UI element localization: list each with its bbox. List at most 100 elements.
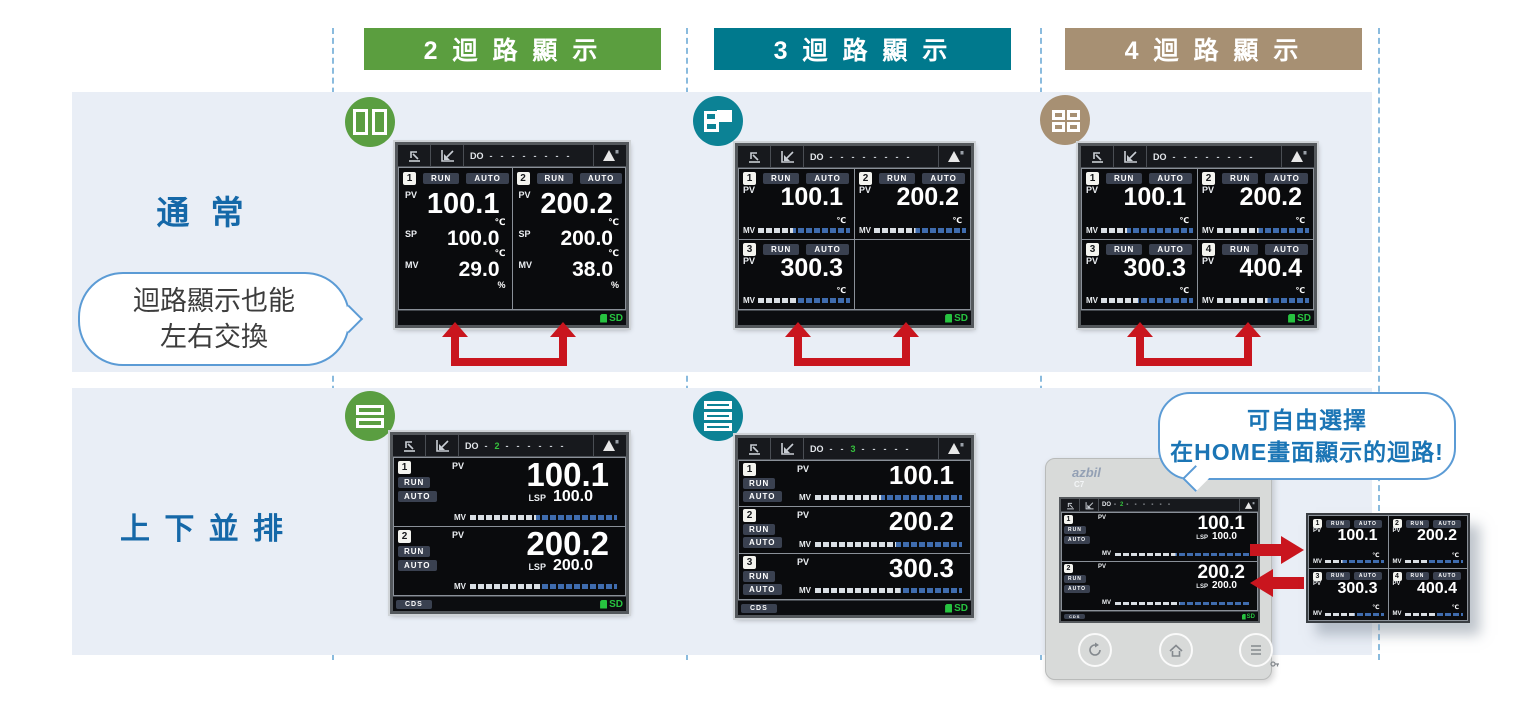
brand-logo: azbil — [1072, 465, 1101, 480]
mv-label: MV — [405, 260, 419, 270]
lsp-label: LSP — [1196, 535, 1208, 541]
layout-2col-icon — [345, 97, 395, 147]
do-status-dots: - - - - - - - - — [489, 150, 571, 161]
do-status-dots: - - — [829, 443, 845, 454]
mv-label: MV — [1313, 558, 1322, 565]
swap-arrow-4loop — [1127, 322, 1261, 366]
loop-number-badge: 3 — [743, 555, 756, 569]
auto-badge: AUTO — [922, 173, 965, 184]
do-status: DO- - - - - - - - — [804, 152, 938, 162]
mv-bar — [1115, 552, 1249, 556]
alarm-icon — [593, 145, 626, 166]
pv-label: PV — [1392, 580, 1401, 587]
home-callout-line1: 可自由選擇 — [1247, 406, 1367, 433]
trend-icon — [771, 146, 804, 167]
mv-bar-row: MV — [1085, 296, 1194, 307]
pv-label: PV — [797, 464, 810, 474]
alarm-icon — [938, 438, 971, 459]
transfer-left-arrow — [1250, 569, 1304, 597]
pv-label: PV — [1313, 528, 1322, 534]
mv-bar-row: MV — [1094, 551, 1251, 559]
trend-icon — [426, 435, 459, 456]
row-label-normal: 通 常 — [156, 194, 250, 231]
loop-number-badge: 2 — [1202, 172, 1215, 185]
loop-number-badge: 4 — [1392, 571, 1402, 581]
celsius-unit: ℃ — [1372, 552, 1380, 559]
sp-label: SP — [518, 229, 531, 239]
mv-bar — [758, 298, 850, 303]
do-label: DO — [1153, 151, 1167, 162]
sd-card-icon — [945, 603, 953, 613]
run-badge: RUN — [1405, 519, 1430, 528]
auto-badge: AUTO — [1265, 243, 1308, 255]
auto-badge: AUTO — [1353, 519, 1382, 528]
header-4loop: 4 迴 路 顯 示 — [1065, 28, 1362, 70]
run-badge: RUN — [1064, 526, 1086, 534]
lsp-label: LSP — [1196, 584, 1208, 590]
alarm-icon — [1281, 146, 1314, 167]
mv-bar-row: MV — [858, 226, 967, 237]
pv-label: PV — [1392, 528, 1401, 534]
run-badge: RUN — [879, 173, 916, 184]
sd-card-icon — [1288, 313, 1296, 323]
trend-icon — [1080, 499, 1099, 511]
celsius-unit: ℃ — [494, 248, 506, 258]
auto-badge: AUTO — [466, 173, 509, 184]
sd-label: SD — [954, 602, 968, 614]
bottom-bar: SD — [738, 310, 971, 325]
celsius-unit: ℃ — [1451, 552, 1459, 559]
pv-value: 200.2 — [896, 183, 959, 211]
status-bar: DO- - - - - - - - — [1081, 146, 1314, 168]
celsius-unit: ℃ — [952, 215, 962, 225]
mv-bar — [758, 227, 850, 233]
do-active-number: 2 — [494, 440, 500, 451]
mv-bar-row: MV — [446, 582, 619, 593]
mv-label: MV — [1102, 551, 1111, 557]
mv-label: MV — [1202, 225, 1214, 235]
pv-value: 200.2 — [888, 506, 954, 537]
auto-badge: AUTO — [1149, 243, 1192, 255]
mv-bar — [1101, 227, 1193, 233]
loop-number-badge: 1 — [743, 172, 756, 185]
loop-number-badge: 1 — [403, 172, 416, 185]
auto-badge: AUTO — [1149, 173, 1192, 184]
mv-label: MV — [1202, 296, 1214, 305]
sd-label: SD — [609, 312, 623, 324]
auto-badge: AUTO — [1064, 536, 1091, 544]
mv-bar — [815, 541, 962, 547]
run-badge: RUN — [423, 173, 460, 184]
pv-label: PV — [452, 530, 465, 540]
trend-icon — [1114, 146, 1147, 167]
pv-value: 200.2 — [540, 188, 613, 220]
mv-bar — [815, 495, 962, 501]
mv-bar — [470, 515, 617, 520]
loop-number-badge: 3 — [1086, 242, 1099, 256]
mv-label: MV — [1086, 225, 1098, 235]
mv-bar-row: MV — [791, 540, 964, 551]
three-panels-icon — [704, 109, 732, 133]
mv-bar — [1217, 227, 1309, 233]
header-3loop-label: 3 迴 路 顯 示 — [773, 37, 952, 65]
mv-bar-row: MV — [791, 493, 964, 504]
loop-number-badge: 2 — [743, 509, 756, 523]
auto-badge: AUTO — [806, 173, 849, 184]
back-icon — [738, 438, 771, 459]
loop-number-badge: 1 — [1064, 515, 1073, 524]
layout-3panel-icon — [693, 96, 743, 146]
